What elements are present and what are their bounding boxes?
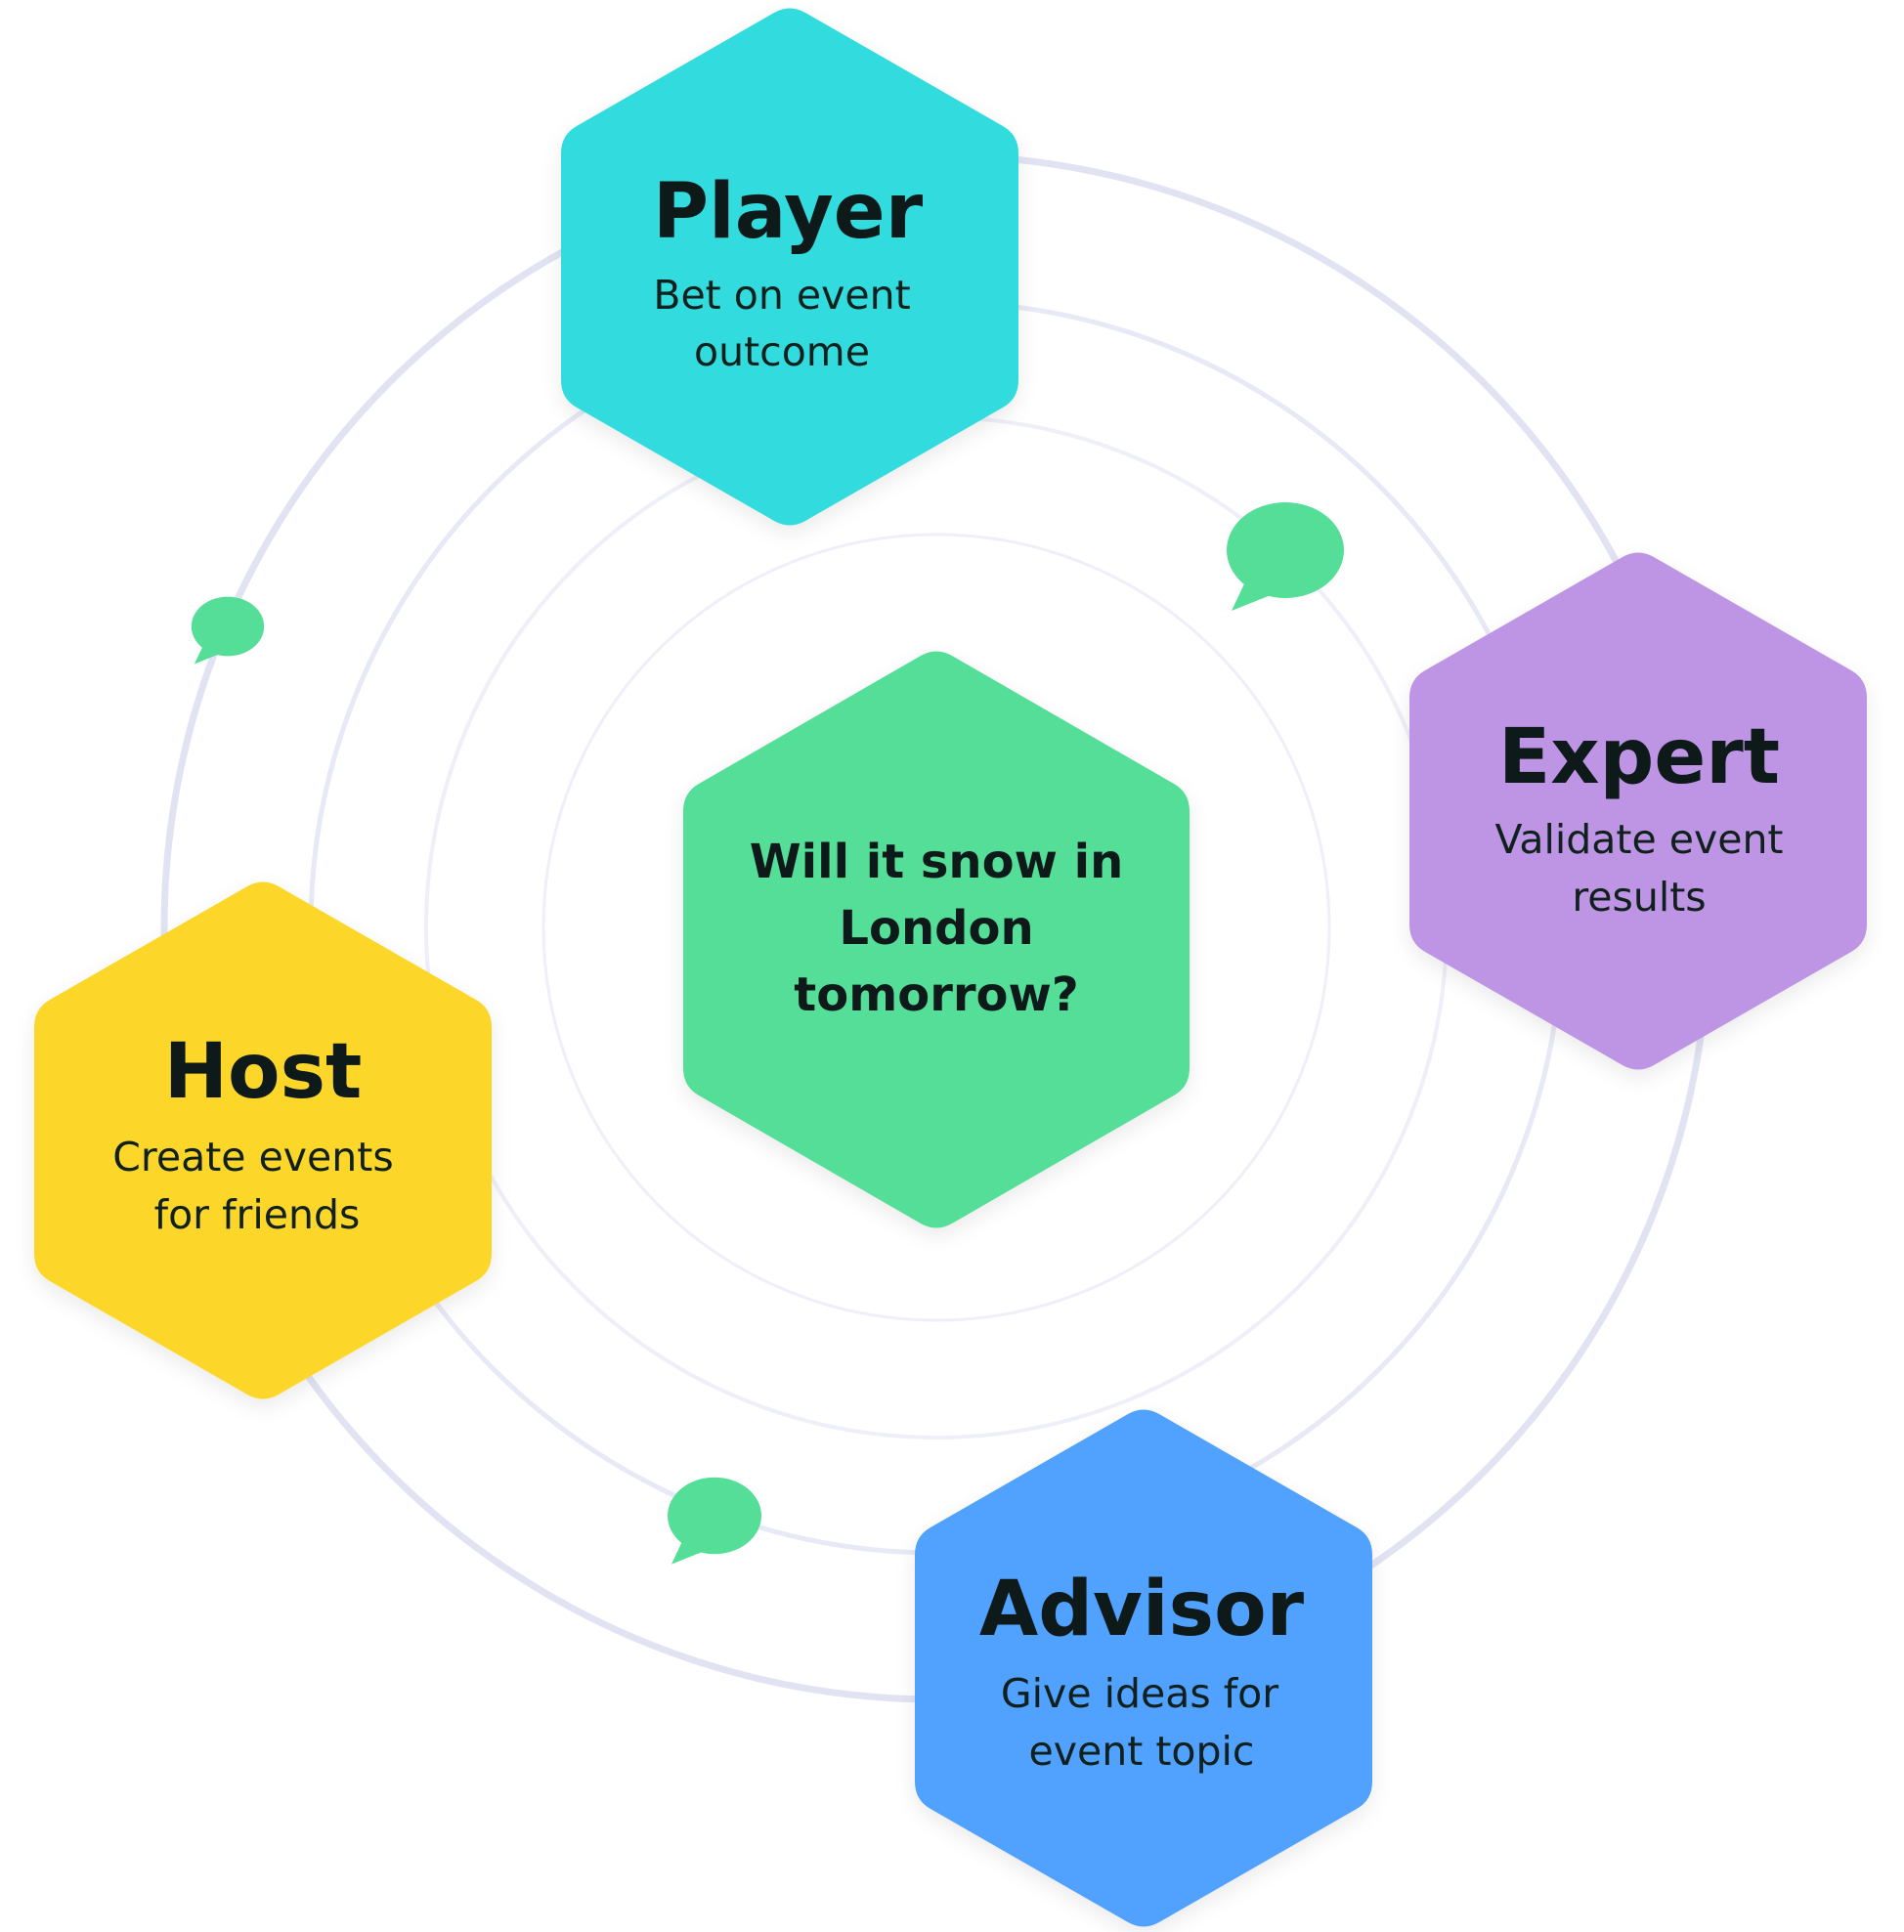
center-question-line-2: London: [839, 901, 1033, 956]
expert-title: Expert: [1498, 713, 1780, 801]
expert-description-line-2: results: [1572, 874, 1706, 921]
player-description-line-2: outcome: [694, 328, 870, 375]
advisor-description-line-2: event topic: [1029, 1728, 1255, 1775]
expert-description-line-1: Validate event: [1494, 816, 1783, 863]
host-hexagon: [34, 881, 492, 1399]
center-question-line-1: Will it snow in: [750, 835, 1124, 889]
host-description-line-2: for friends: [154, 1191, 361, 1238]
orbit-ring-inner: [541, 533, 1331, 1322]
advisor-title: Advisor: [979, 1566, 1305, 1653]
advisor-hexagon: [915, 1409, 1372, 1927]
chat-bubble-icon: [1227, 502, 1344, 611]
player-hexagon: [561, 8, 1018, 526]
center-hexagon-shape: [683, 651, 1190, 1228]
advisor-description-line-1: Give ideas for: [1001, 1670, 1278, 1717]
expert-hexagon: [1409, 552, 1867, 1070]
host-title: Host: [164, 1028, 363, 1116]
host-description-line-1: Create events: [112, 1134, 393, 1181]
chat-bubble-icon: [191, 596, 265, 665]
center-question-line-3: tomorrow?: [794, 967, 1078, 1022]
role-card-advisor: Advisor Give ideas for event topic: [915, 1409, 1372, 1927]
chat-bubble-icon: [668, 1477, 761, 1565]
role-card-host: Host Create events for friends: [34, 881, 492, 1399]
role-card-expert: Expert Validate event results: [1409, 552, 1867, 1070]
role-card-player: Player Bet on event outcome: [561, 8, 1018, 526]
player-description-line-1: Bet on event: [653, 272, 910, 319]
player-title: Player: [653, 168, 924, 256]
center-hexagon: [683, 651, 1190, 1228]
